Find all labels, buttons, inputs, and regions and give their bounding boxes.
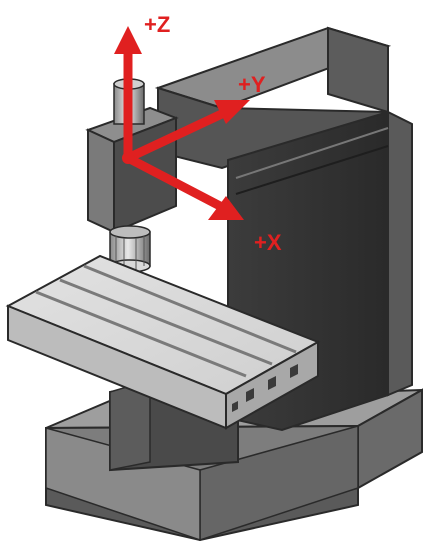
coordinate-axes: +Z +Y +X xyxy=(114,12,282,255)
t-slot-table xyxy=(5,254,321,430)
x-axis-label: +X xyxy=(254,230,282,255)
z-axis-arrow xyxy=(114,26,142,158)
y-axis-label: +Y xyxy=(238,72,266,97)
y-axis-arrow xyxy=(126,100,250,163)
spindle-chuck xyxy=(109,225,151,273)
z-axis-label: +Z xyxy=(144,12,170,37)
x-axis-arrow xyxy=(125,154,244,220)
